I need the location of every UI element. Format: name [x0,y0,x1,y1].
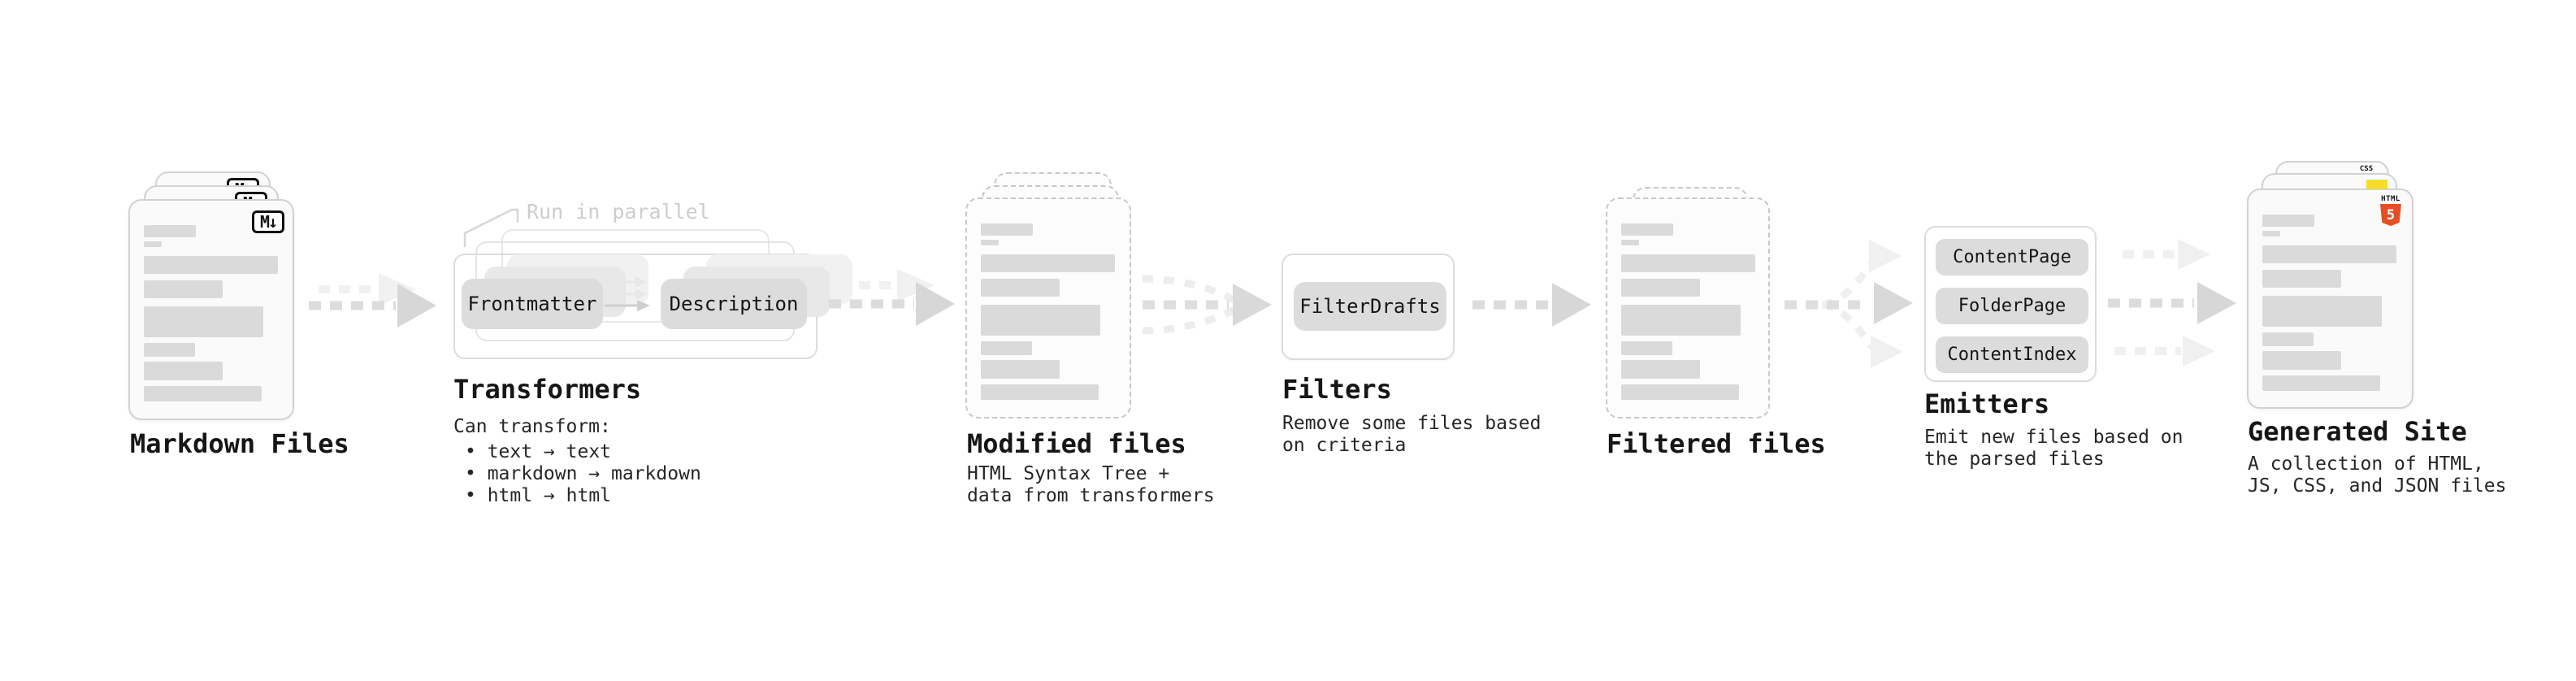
emitters-label: Emitters [1924,388,2050,419]
generated-site-stack: CSS HTML 5 [2247,161,2422,411]
emitters-desc: Emit new files based on [1924,427,2184,448]
arrow-markdown-to-transformers [309,273,436,327]
filterdrafts-pill: FilterDrafts [1294,282,1446,331]
arrow-emitters-to-generated [2108,239,2236,367]
arrow-modified-to-filters [1142,275,1272,335]
folderpage-pill: FolderPage [1936,288,2088,324]
markdown-file-card-front: M↓ [128,199,294,420]
transformers-cluster: Frontmatter Description [453,229,852,359]
modified-files-desc: data from transformers [967,485,1215,506]
arrow-filters-to-filtered [1472,283,1591,327]
filters-desc: Remove some files based [1282,413,1542,434]
transformers-label: Transformers [453,374,642,405]
generated-site-desc: A collection of HTML, [2248,453,2484,475]
html5-icon: HTML 5 [2379,195,2402,226]
emitters-desc: the parsed files [1924,449,2105,470]
transformers-bullet: • text → text [465,441,612,462]
emitters-box: ContentPage FolderPage ContentIndex [1924,226,2097,382]
description-pill: Description [661,279,807,329]
generated-file-card-front: HTML 5 [2247,189,2413,409]
modified-file-stack [965,172,1140,419]
generated-site-label: Generated Site [2248,416,2467,447]
transformers-bullet: • html → html [465,485,612,506]
modified-files-desc: HTML Syntax Tree + [967,463,1170,484]
filtered-file-stack [1606,187,1780,419]
file-skeleton-lines [144,225,279,401]
contentpage-pill: ContentPage [1936,239,2088,275]
generated-site-desc: JS, CSS, and JSON files [2248,475,2507,497]
run-in-parallel-annotation: Run in parallel [527,200,710,223]
filtered-files-label: Filtered files [1607,428,1826,459]
markdown-file-stack: M↓ M↓ M↓ [128,171,303,420]
filters-desc: on criteria [1282,435,1407,456]
markdown-icon: M↓ [252,210,284,233]
file-skeleton-lines [981,223,1116,400]
frontmatter-pill: Frontmatter [462,279,603,329]
file-skeleton-lines [2262,215,2398,391]
markdown-files-label: Markdown Files [130,428,349,459]
modified-file-card-front [965,197,1131,419]
arrow-filtered-to-emitters [1785,240,1913,368]
filtered-file-card-front [1606,197,1770,419]
contentindex-pill: ContentIndex [1936,336,2088,373]
transformers-desc-title: Can transform: [453,416,611,437]
file-skeleton-lines [1621,223,1755,400]
modified-files-label: Modified files [967,428,1186,459]
filters-label: Filters [1282,374,1392,405]
filters-box: FilterDrafts [1281,254,1455,360]
transformers-bullet: • markdown → markdown [465,463,701,484]
